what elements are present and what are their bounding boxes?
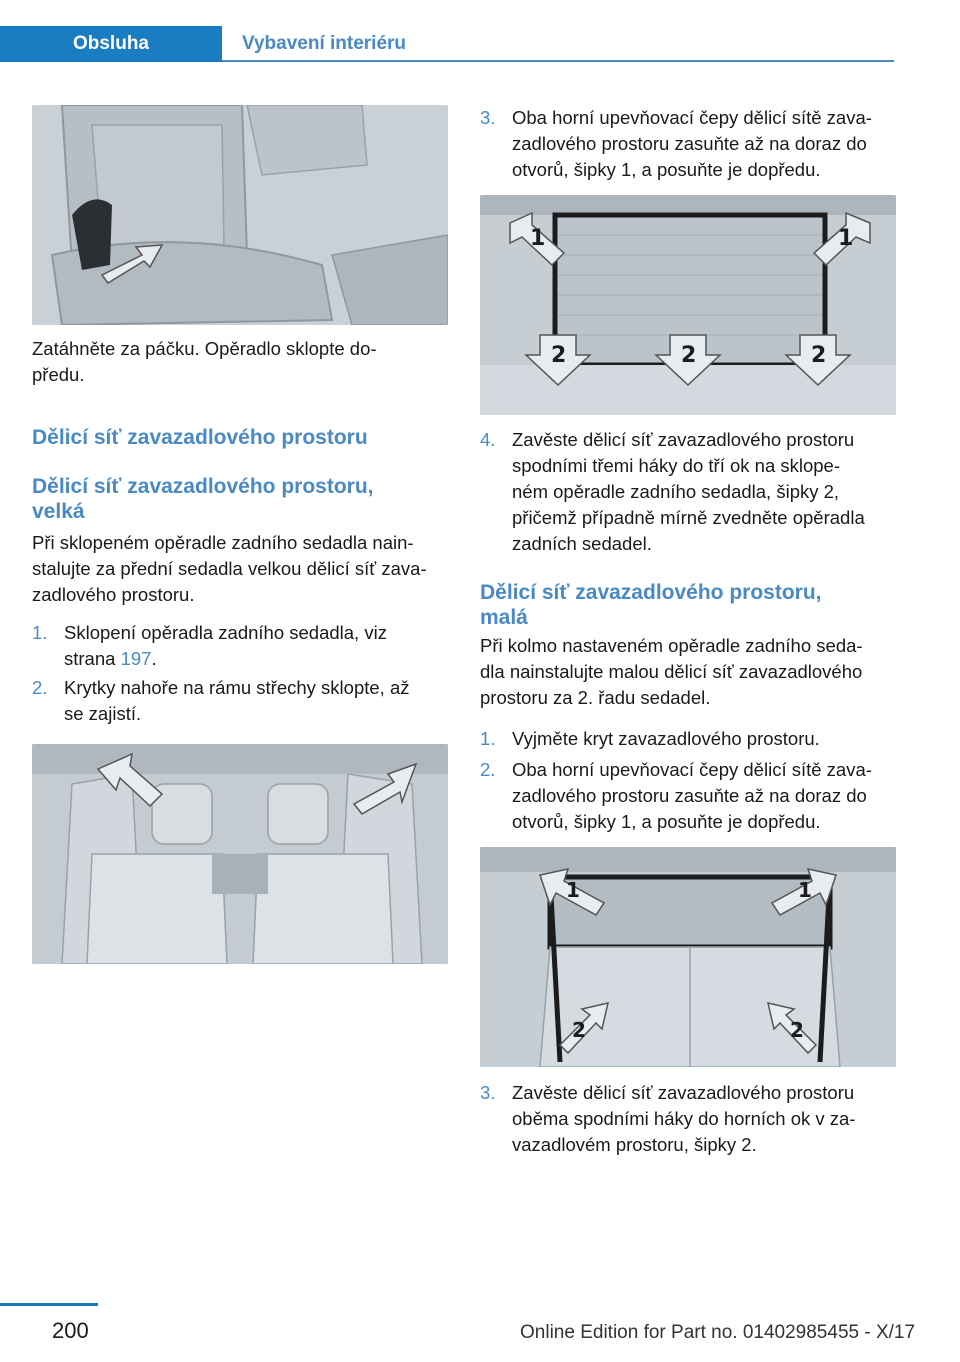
step-small-2: 2. Oba horní upevňovací čepy dělicí sítě… bbox=[480, 757, 900, 837]
step-right-3: 3. Oba horní upevňovací čepy dělicí sítě… bbox=[480, 105, 900, 185]
step-number: 1. bbox=[480, 728, 496, 749]
step-number: 1. bbox=[32, 622, 48, 643]
figure-roof-covers bbox=[32, 744, 448, 964]
tab-obsluha[interactable]: Obsluha bbox=[0, 26, 222, 62]
page-link-197[interactable]: 197 bbox=[120, 648, 152, 669]
arrow-label: 1 bbox=[530, 226, 545, 251]
arrow-label: 1 bbox=[566, 878, 580, 902]
intro-large-net: Při sklopeném opěradle zadního sedadla n… bbox=[32, 532, 427, 605]
step-number: 4. bbox=[480, 429, 496, 450]
step-number: 3. bbox=[480, 107, 496, 128]
arrow-label: 2 bbox=[681, 343, 696, 368]
arrow-label: 1 bbox=[798, 878, 812, 902]
step-number: 3. bbox=[480, 1082, 496, 1103]
caption-seat: Zatáhněte za páčku. Opěradlo sklopte do-… bbox=[32, 338, 377, 385]
step-text: Oba horní upevňovací čepy dělicí sítě za… bbox=[512, 107, 872, 180]
arrow-label: 2 bbox=[572, 1018, 586, 1042]
footer-divider bbox=[0, 1303, 98, 1306]
figure-seat-lever bbox=[32, 105, 448, 325]
step-text-part: Sklopení opěradla zadního sedadla, viz s… bbox=[64, 622, 387, 669]
arrow-label: 2 bbox=[811, 343, 826, 368]
step-number: 2. bbox=[32, 677, 48, 698]
heading-line-1: Dělicí síť zavazadlového prostoru, bbox=[480, 581, 822, 604]
step-text: Vyjměte kryt zavazadlového prostoru. bbox=[512, 728, 820, 749]
figure-small-net: 1 1 2 2 bbox=[480, 847, 896, 1067]
arrow-label: 2 bbox=[790, 1018, 804, 1042]
step-small-1: 1. Vyjměte kryt zavazadlového prostoru. bbox=[480, 726, 900, 752]
step-number: 2. bbox=[480, 759, 496, 780]
header-divider bbox=[222, 60, 894, 62]
step-right-4: 4. Zavěste dělicí síť zavazadlového pros… bbox=[480, 427, 900, 559]
arrow-label: 2 bbox=[551, 343, 566, 368]
step-text: Zavěste dělicí síť zavazadlového prostor… bbox=[512, 429, 865, 554]
step-text: Krytky nahoře na rámu střechy sklopte, a… bbox=[64, 677, 410, 724]
heading-line-2: malá bbox=[480, 606, 528, 629]
intro-small-net: Při kolmo nastaveném opěradle zadního se… bbox=[480, 635, 863, 708]
edition-info: Online Edition for Part no. 01402985455 … bbox=[520, 1322, 916, 1343]
step-text: Oba horní upevňovací čepy dělicí sítě za… bbox=[512, 759, 872, 832]
figure-large-net: 1 1 2 2 2 bbox=[480, 195, 896, 415]
step-text: Zavěste dělicí síť zavazadlového prostor… bbox=[512, 1082, 856, 1155]
step-left-2: 2. Krytky nahoře na rámu střechy sklopte… bbox=[32, 675, 452, 727]
subsection-heading-large: Dělicí síť zavazadlového prostoru, velká bbox=[32, 474, 448, 524]
subsection-heading-small: Dělicí síť zavazadlového prostoru, malá bbox=[480, 580, 896, 630]
page-number: 200 bbox=[52, 1318, 89, 1343]
heading-line-2: velká bbox=[32, 500, 85, 523]
section-heading: Dělicí síť zavazadlového prostoru bbox=[32, 426, 368, 449]
step-text-end: . bbox=[151, 648, 157, 669]
step-small-3: 3. Zavěste dělicí síť zavazadlového pros… bbox=[480, 1080, 900, 1160]
step-text: Sklopení opěradla zadního sedadla, viz s… bbox=[64, 620, 387, 672]
arrow-label: 1 bbox=[838, 226, 853, 251]
tab-vybaveni-interieru[interactable]: Vybavení interiéru bbox=[242, 33, 407, 54]
heading-line-1: Dělicí síť zavazadlového prostoru, bbox=[32, 475, 374, 498]
step-left-1: 1. Sklopení opěradla zadního sedadla, vi… bbox=[32, 620, 452, 672]
